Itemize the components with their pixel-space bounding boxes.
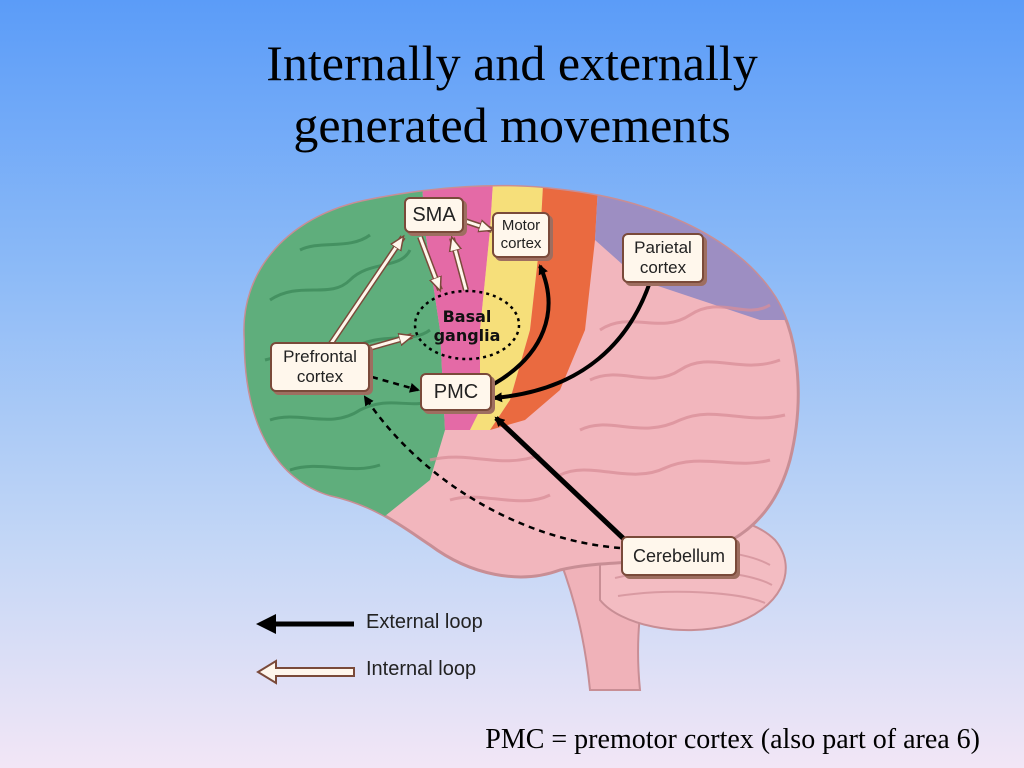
title-line-2: generated movements xyxy=(293,97,731,153)
prefrontal-cortex-label: Prefrontal cortex xyxy=(270,342,370,392)
parietal-cortex-line-2: cortex xyxy=(639,258,687,277)
slide-title: Internally and externally generated move… xyxy=(0,32,1024,156)
cerebellum-to-prefrontal-dashed-arrow xyxy=(363,395,621,550)
basal-ganglia-label: Basal ganglia xyxy=(414,293,520,359)
legend-external-loop: External loop xyxy=(366,611,483,633)
motor-cortex-label: Motor cortex xyxy=(492,212,550,258)
prefrontal-to-pmc-dashed-arrow xyxy=(371,375,420,393)
footnote: PMC = premotor cortex (also part of area… xyxy=(485,724,980,755)
sma-label: SMA xyxy=(404,197,464,233)
parietal-cortex-line-1: Parietal xyxy=(634,238,692,257)
motor-cortex-region xyxy=(490,186,600,430)
basal-ganglia-line-1: Basal xyxy=(442,307,492,326)
cerebellum-to-pmc-arrow xyxy=(494,416,627,542)
dashed-arrows xyxy=(363,375,621,550)
motor-cortex-line-1: Motor xyxy=(501,217,541,234)
title-line-1: Internally and externally xyxy=(266,35,758,91)
basal-ganglia-outline xyxy=(413,289,521,361)
legend-internal-symbol xyxy=(256,659,355,685)
pmc-label: PMC xyxy=(420,373,492,411)
external-loop-arrows xyxy=(491,264,652,542)
motor-cortex-line-2: cortex xyxy=(500,235,542,252)
legend-internal-loop: Internal loop xyxy=(366,658,477,680)
legend-external-symbol xyxy=(256,614,354,634)
pmc-to-motor-arrow xyxy=(491,264,551,387)
prefrontal-cortex-line-2: cortex xyxy=(296,367,344,386)
cerebellum-label: Cerebellum xyxy=(621,536,737,576)
parietal-to-pmc-arrow xyxy=(492,281,652,403)
basal-ganglia-line-2: ganglia xyxy=(433,326,501,345)
prefrontal-cortex-line-1: Prefrontal xyxy=(283,347,357,366)
parietal-cortex-label: Parietal cortex xyxy=(622,233,704,283)
